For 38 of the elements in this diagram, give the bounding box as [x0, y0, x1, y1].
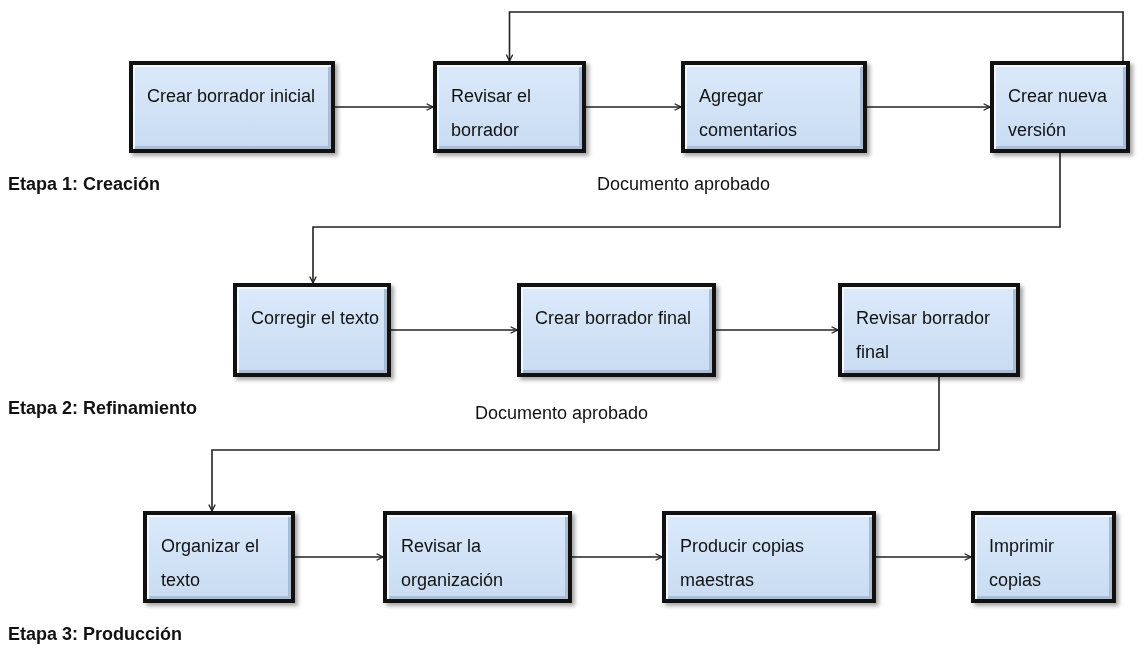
stage-heading: Etapa 3: Producción [8, 624, 183, 645]
box-label: Crear borrador final [535, 307, 693, 330]
arrow [585, 103, 682, 111]
box-label: Producir copias maestras [680, 535, 806, 592]
process-box [681, 61, 867, 153]
process-box [662, 511, 876, 603]
box-label: Crear nueva versión [1008, 85, 1109, 142]
box-label: Agregar comentarios [699, 85, 799, 142]
box-label: Revisar borrador final [856, 307, 992, 364]
process-box [383, 511, 572, 603]
process-box [143, 511, 295, 603]
process-box [433, 61, 586, 153]
arrow [208, 376, 940, 512]
stage-heading: Etapa 2: Refinamiento [8, 398, 198, 419]
box-label: Imprimir copias [989, 535, 1055, 592]
arrow [866, 103, 991, 111]
arrow [309, 152, 1061, 284]
process-box [971, 511, 1116, 603]
process-box [129, 61, 335, 153]
process-box [517, 283, 716, 377]
box-label: Organizar el texto [161, 535, 261, 592]
arrow [294, 553, 384, 561]
arrow [505, 11, 1124, 62]
arrow [875, 553, 972, 561]
note-text: Documento aprobado [597, 174, 771, 195]
note-text: Documento aprobado [475, 403, 649, 424]
process-box [990, 61, 1130, 153]
arrow [571, 553, 663, 561]
process-box [233, 283, 391, 377]
box-label: Revisar la organización [401, 535, 505, 592]
arrow [334, 103, 434, 111]
box-label: Corregir el texto [251, 307, 381, 330]
arrow [715, 326, 839, 334]
process-box [838, 283, 1020, 377]
box-label: Crear borrador inicial [147, 85, 317, 108]
stage-heading: Etapa 1: Creación [8, 174, 161, 195]
arrow [390, 326, 518, 334]
box-label: Revisar el borrador [451, 85, 533, 142]
